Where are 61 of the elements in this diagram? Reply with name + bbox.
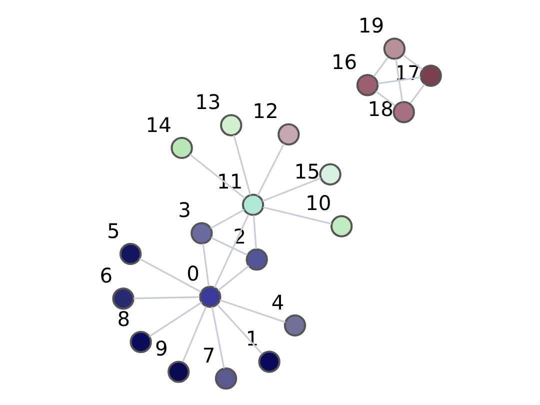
connector	[210, 237, 248, 256]
node-circle	[319, 163, 342, 186]
connector	[402, 54, 423, 70]
node-label: 3	[178, 198, 191, 222]
node-label: 4	[271, 290, 284, 314]
connector	[378, 76, 421, 84]
node-circle	[190, 222, 213, 244]
node-circle	[170, 136, 193, 160]
node-circle	[258, 350, 280, 373]
connector	[373, 57, 388, 78]
connector	[216, 304, 263, 354]
connector	[410, 84, 426, 104]
node-circle	[383, 38, 406, 60]
node-label: 7	[202, 343, 216, 368]
connector	[262, 206, 332, 225]
node-circle	[284, 314, 306, 337]
node-label: 13	[195, 90, 221, 114]
connector	[214, 214, 250, 288]
node-label: 14	[146, 112, 172, 137]
node-label: 15	[294, 159, 320, 184]
node-label: 19	[358, 14, 384, 38]
node-circle	[168, 360, 190, 383]
connector	[233, 134, 252, 196]
node-label: 16	[331, 50, 358, 74]
node-label: 0	[186, 262, 200, 286]
node-circle	[119, 242, 142, 266]
node-circle	[220, 114, 242, 136]
node-label: 5	[107, 218, 120, 243]
connector	[189, 154, 246, 199]
connector	[202, 243, 210, 286]
connector	[139, 258, 202, 293]
connector	[256, 143, 285, 196]
connector	[220, 299, 286, 323]
node-label: 6	[100, 263, 113, 288]
node-circle	[199, 286, 222, 308]
node-label: 18	[368, 97, 394, 122]
connector	[262, 177, 322, 202]
node-label: 9	[155, 336, 168, 361]
node-circle	[330, 215, 353, 238]
node-circle	[420, 64, 442, 87]
node-circle	[112, 288, 134, 310]
node-circle	[130, 330, 152, 354]
node-circle	[214, 367, 238, 390]
connector	[182, 306, 207, 362]
node-circle	[246, 248, 268, 271]
node-label: 11	[217, 170, 243, 194]
connector	[210, 209, 245, 230]
node-circle	[356, 74, 379, 96]
node-circle	[242, 194, 264, 216]
node-label: 10	[306, 191, 332, 216]
node-label: 8	[117, 306, 130, 331]
connector	[395, 58, 404, 102]
node-label: 12	[252, 99, 278, 124]
connector	[133, 296, 200, 300]
node-circle	[278, 123, 300, 146]
connector	[252, 215, 257, 249]
connector	[148, 302, 202, 338]
connector	[375, 90, 396, 106]
connector	[218, 265, 250, 291]
connector	[211, 306, 225, 369]
node-circle	[392, 101, 415, 124]
